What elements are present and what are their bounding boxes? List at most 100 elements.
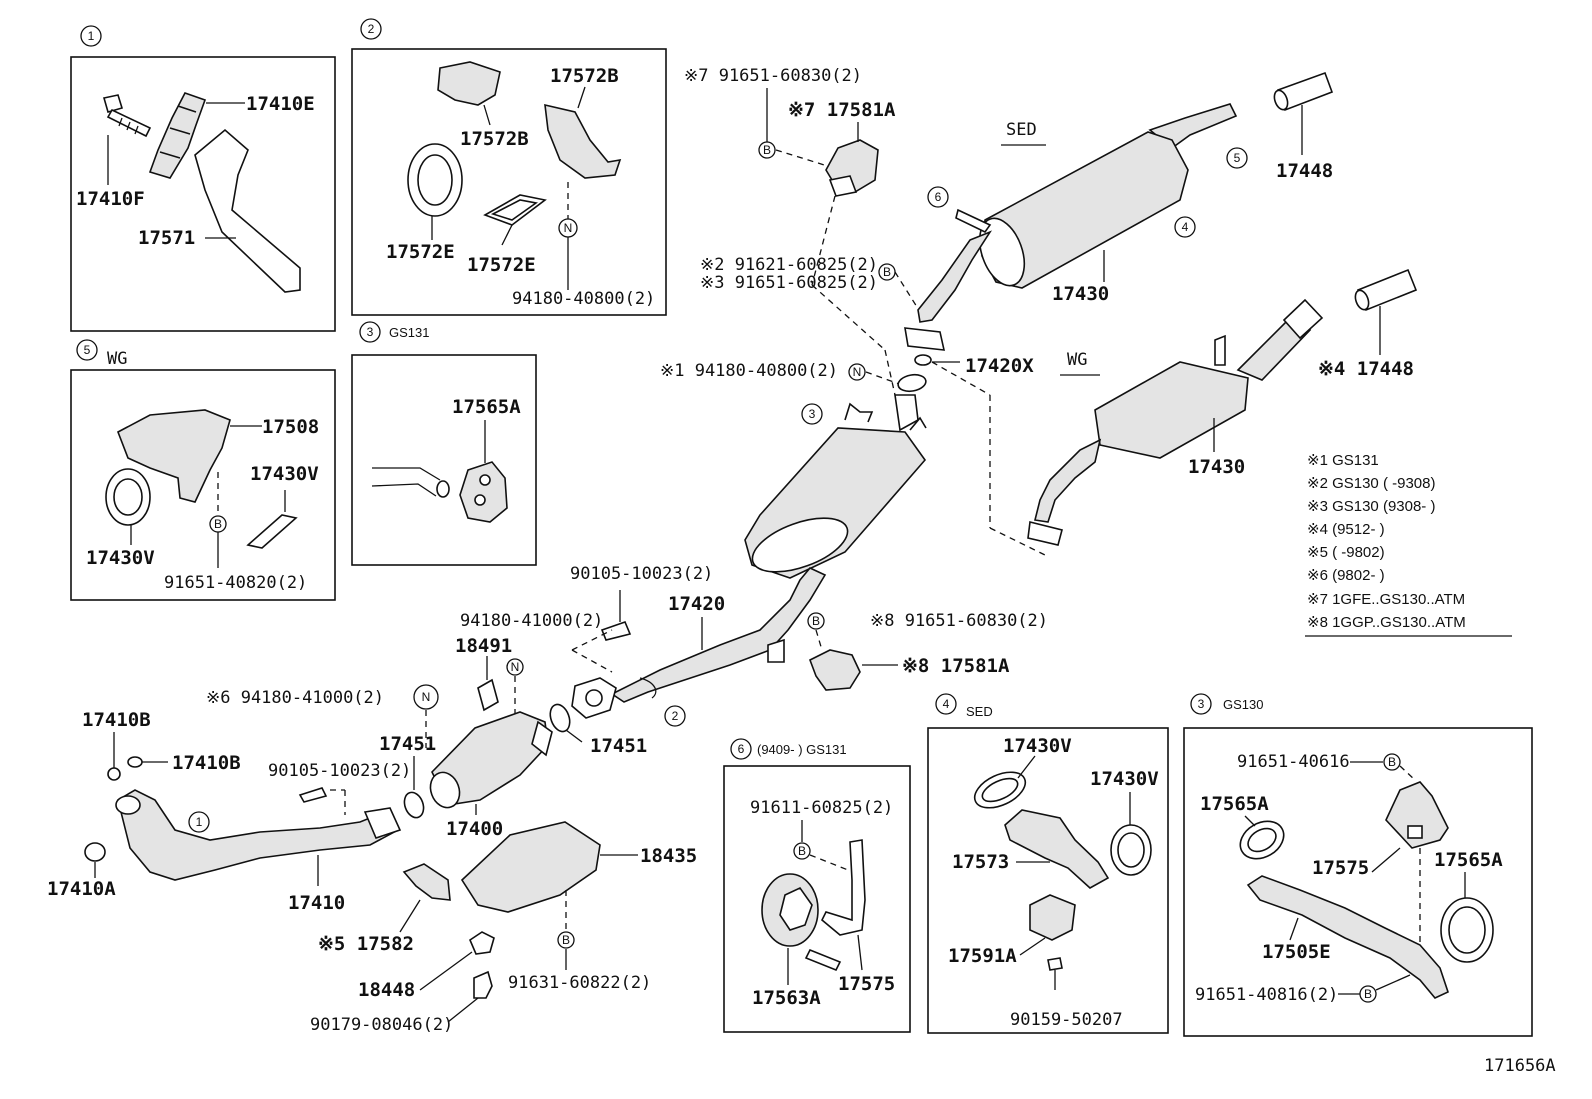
note-5: ※5 ( -9802) — [1307, 544, 1385, 561]
label-17410E: 17410E — [246, 93, 315, 115]
label-17420X: 17420X — [965, 355, 1034, 377]
svg-text:B: B — [1364, 987, 1372, 1001]
label-17591A: 17591A — [948, 945, 1017, 967]
heat-insulator-18435-shape — [460, 821, 601, 913]
label-91651-40816: 91651-40816(2) — [1195, 985, 1338, 1005]
label-sx3-91651-60825: ※3 91651-60825(2) — [700, 273, 878, 293]
rubber-mount-17581A-b-shape — [808, 649, 861, 691]
box3b-number: 3 — [1198, 697, 1205, 711]
box4-number: 4 — [943, 697, 950, 711]
bracket-17573-shape — [1004, 809, 1110, 889]
label-17410B-top: 17410B — [82, 709, 151, 731]
label-17410B-right: 17410B — [172, 752, 241, 774]
note-4: ※4 (9512- ) — [1307, 521, 1385, 538]
box6-number: 6 — [738, 742, 745, 756]
box1-number: 1 — [88, 29, 95, 43]
label-17430-wg: 17430 — [1188, 456, 1245, 478]
sensor-18448-shape — [469, 931, 495, 955]
label-17565A-gs130-left: 17565A — [1200, 793, 1269, 815]
svg-text:B: B — [812, 614, 820, 628]
label-94180-40800: 94180-40800(2) — [512, 289, 655, 309]
clamp-17410E-shape — [148, 92, 207, 179]
svg-text:1: 1 — [196, 815, 203, 829]
muffler-wg: WG 17430 — [931, 298, 1324, 556]
nut-17410A-shape — [84, 842, 106, 862]
svg-text:N: N — [422, 690, 431, 704]
label-17430-sed: 17430 — [1052, 283, 1109, 305]
label-18491: 18491 — [455, 635, 512, 657]
label-17410F: 17410F — [76, 188, 145, 210]
bracket-17508-shape — [116, 409, 231, 503]
label-17430V-box5-left: 17430V — [86, 547, 155, 569]
svg-text:B: B — [562, 933, 570, 947]
svg-text:B: B — [1388, 755, 1396, 769]
svg-text:3: 3 — [809, 407, 816, 421]
box5-number: 5 — [84, 343, 91, 357]
box5-suffix: WG — [107, 349, 127, 369]
box3b-suffix: GS130 — [1223, 697, 1263, 712]
note-3: ※3 GS130 (9308- ) — [1307, 498, 1435, 515]
label-17575-gs130: 17575 — [1312, 857, 1369, 879]
label-sx5-17582: ※5 17582 — [318, 933, 414, 955]
label-17505E: 17505E — [1262, 941, 1331, 963]
label-17451-right: 17451 — [590, 735, 647, 757]
note-1: ※1 GS131 — [1307, 452, 1379, 469]
svg-text:6: 6 — [935, 190, 942, 204]
label-sx1-94180-40800: ※1 94180-40800(2) — [660, 361, 838, 381]
label-18435: 18435 — [640, 845, 697, 867]
svg-text:5: 5 — [1234, 151, 1241, 165]
label-wg: WG — [1067, 350, 1087, 370]
note-6: ※6 (9802- ) — [1307, 567, 1385, 584]
svg-text:B: B — [798, 844, 806, 858]
inset-box-2: 2 N 17572B 17572B 17572E 17572E 94180-40… — [351, 18, 667, 316]
label-91611-60825: 91611-60825(2) — [750, 798, 893, 818]
svg-text:B: B — [763, 143, 771, 157]
label-sx6-94180-41000: ※6 94180-41000(2) — [206, 688, 384, 708]
lower-center-parts: 18435 B 91631-60822(2) ※5 17582 18448 90… — [310, 821, 697, 1035]
mount-17591A-shape — [1029, 894, 1076, 941]
tail-pipe-17448: 17448 ※4 17448 — [1273, 71, 1418, 380]
inset-box-4-sed: 4 SED 17430V 17430V 17573 17591A 90159-5… — [927, 693, 1169, 1034]
label-90179-08046: 90179-08046(2) — [310, 1015, 453, 1035]
footnotes: ※1 GS131 ※2 GS130 ( -9308) ※3 GS130 (930… — [1305, 452, 1512, 637]
muffler-sed: SED 17430 6 4 5 — [904, 103, 1248, 351]
bracket-17571-shape — [194, 128, 301, 293]
inset-box-5-wg: 5 WG B 17508 17430V 17430V 91651-40820(2… — [70, 339, 336, 601]
label-90105-10023-top: 90105-10023(2) — [570, 564, 713, 584]
bolt-17410F-shape — [102, 94, 152, 138]
diagram-reference-number: 171656A — [1484, 1056, 1556, 1076]
label-17410: 17410 — [288, 892, 345, 914]
label-17565A-gs130-right: 17565A — [1434, 849, 1503, 871]
label-sx7-91651-60830: ※7 91651-60830(2) — [684, 66, 862, 86]
box6-suffix: (9409- ) GS131 — [757, 742, 847, 757]
label-17563A: 17563A — [752, 987, 821, 1009]
label-17571: 17571 — [138, 227, 195, 249]
svg-text:N: N — [511, 660, 520, 674]
center-muffler: 17420 90105-10023(2) 2 — [570, 373, 927, 727]
label-17451-left: 17451 — [379, 733, 436, 755]
label-sx8-17581A: ※8 17581A — [902, 655, 1010, 677]
label-17430V-box5-right: 17430V — [250, 463, 319, 485]
label-91631-60822: 91631-60822(2) — [508, 973, 651, 993]
bracket-17575-gs130-shape — [1385, 781, 1449, 849]
inset-box-3-gs130: 3 GS130 91651-40616 B 17575 17565A 17565… — [1183, 693, 1533, 1037]
note-8: ※8 1GGP..GS130..ATM — [1307, 614, 1466, 631]
label-17572B-left: 17572B — [460, 128, 529, 150]
label-17575-box6: 17575 — [838, 973, 895, 995]
hanger-17565A-shape — [459, 461, 508, 523]
svg-text:B: B — [214, 517, 222, 531]
label-17400: 17400 — [446, 818, 503, 840]
label-91651-40820: 91651-40820(2) — [164, 573, 307, 593]
label-90105-10023-b: 90105-10023(2) — [268, 761, 411, 781]
label-90159-50207: 90159-50207 — [1010, 1010, 1123, 1030]
inset-box-6: 6 (9409- ) GS131 91611-60825(2) B 17563A… — [723, 738, 911, 1033]
label-17573: 17573 — [952, 851, 1009, 873]
label-94180-41000: 94180-41000(2) — [460, 611, 603, 631]
inset-box-3-gs131: 3 GS131 17565A — [351, 321, 537, 566]
bracket-17505E-shape — [1246, 875, 1449, 999]
front-pipe-17410: 17410B 17410B 90105-10023(2) 1 17410A 17… — [47, 709, 411, 914]
label-17565A-box3: 17565A — [452, 396, 521, 418]
label-17430V-box4-top: 17430V — [1003, 735, 1072, 757]
label-17572B-top: 17572B — [550, 65, 619, 87]
